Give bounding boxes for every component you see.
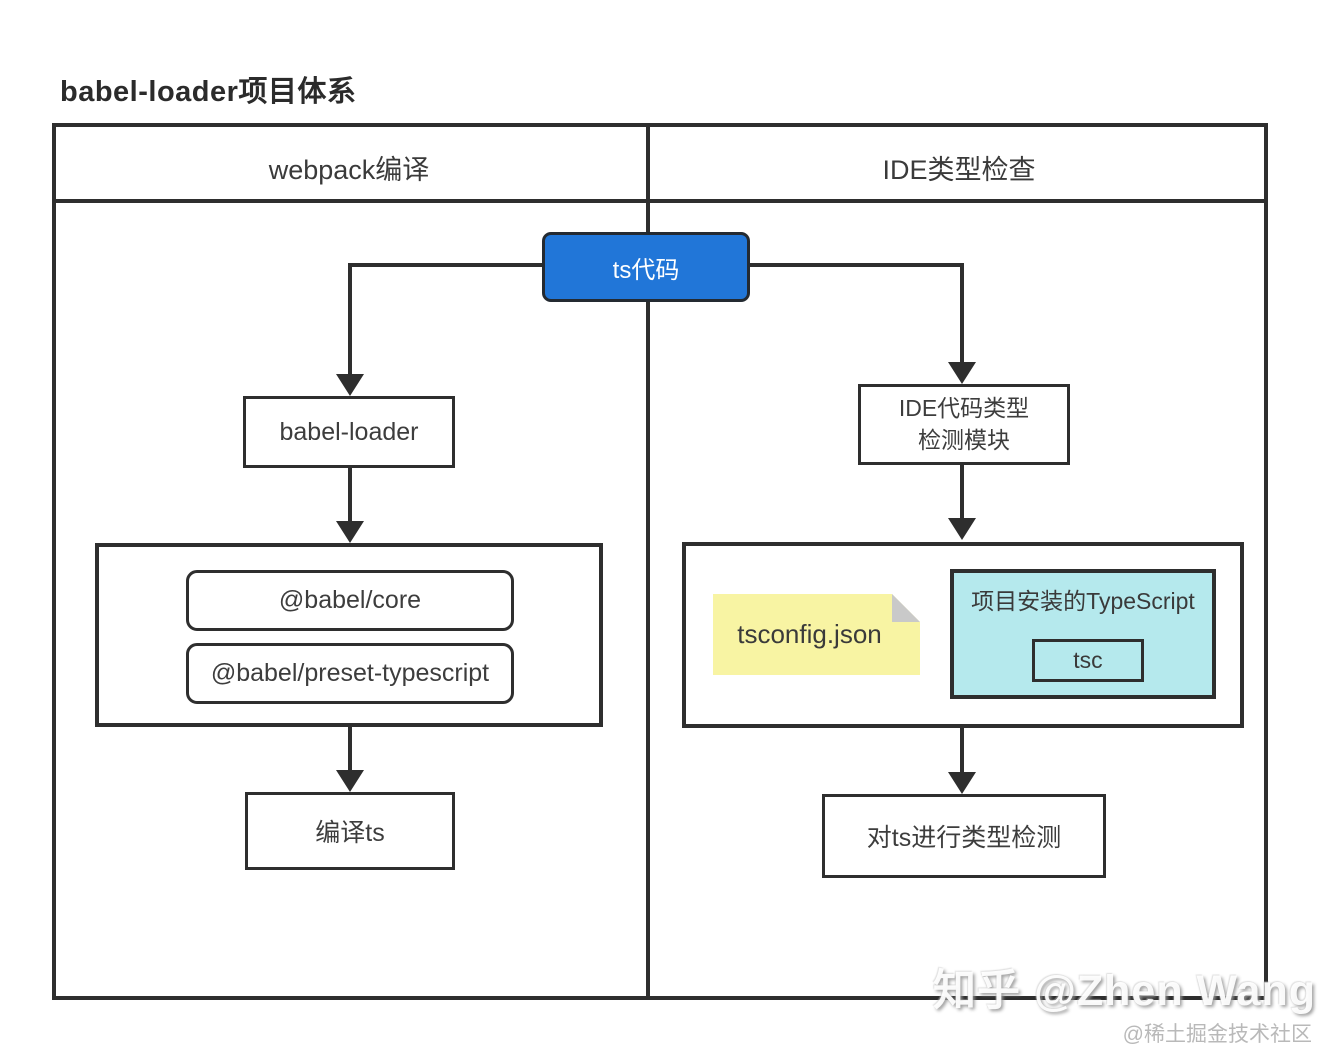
tsconfig-note-body: tsconfig.json bbox=[713, 594, 920, 675]
column-header-webpack: webpack编译 bbox=[268, 155, 430, 185]
tsconfig-note: tsconfig.json bbox=[713, 594, 920, 675]
arrow-down-icon bbox=[948, 362, 976, 384]
node-ide-type-checker-line2: 检测模块 bbox=[918, 426, 1010, 453]
zhihu-watermark: 知乎 @Zhen Wang bbox=[933, 967, 1316, 1015]
arrow-down-icon bbox=[948, 772, 976, 794]
note-folded-corner-icon bbox=[892, 594, 920, 622]
node-tsc-label: tsc bbox=[1073, 647, 1103, 673]
arrow-down-icon bbox=[948, 518, 976, 540]
node-babel-core: @babel/core bbox=[186, 570, 514, 631]
connector-right-down-1 bbox=[960, 263, 964, 363]
node-ts-code-label: ts代码 bbox=[612, 256, 680, 284]
babel-packages-container bbox=[95, 543, 603, 727]
page-title: babel-loader项目体系 bbox=[60, 76, 357, 108]
arrow-down-icon bbox=[336, 374, 364, 396]
connector-left-down-1 bbox=[348, 263, 352, 375]
connector-tscode-to-left bbox=[350, 263, 542, 267]
arrow-down-icon bbox=[336, 770, 364, 792]
connector-right-down-3 bbox=[960, 728, 964, 774]
node-compile-ts: 编译ts bbox=[245, 792, 455, 870]
node-ts-code: ts代码 bbox=[542, 232, 750, 302]
juejin-watermark: @稀土掘金技术社区 bbox=[1122, 1023, 1312, 1046]
node-babel-loader: babel-loader bbox=[243, 396, 455, 468]
arrow-down-icon bbox=[336, 521, 364, 543]
node-babel-preset-typescript: @babel/preset-typescript bbox=[186, 643, 514, 704]
column-header-ide: IDE类型检查 bbox=[882, 155, 1036, 185]
node-babel-preset-typescript-label: @babel/preset-typescript bbox=[210, 659, 490, 687]
node-tsc: tsc bbox=[1032, 639, 1144, 682]
connector-tscode-to-right bbox=[750, 263, 964, 267]
column-divider-line bbox=[646, 123, 650, 1000]
node-project-typescript-label: 项目安装的TypeScript bbox=[971, 588, 1195, 614]
node-type-check-ts-label: 对ts进行类型检测 bbox=[866, 824, 1062, 852]
connector-left-down-2 bbox=[348, 468, 352, 522]
connector-left-down-3 bbox=[348, 727, 352, 771]
node-ide-type-checker-line1: IDE代码类型 bbox=[898, 395, 1030, 422]
tsconfig-note-label: tsconfig.json bbox=[737, 619, 882, 649]
header-separator-line bbox=[52, 199, 1268, 203]
node-compile-ts-label: 编译ts bbox=[315, 819, 385, 847]
node-type-check-ts: 对ts进行类型检测 bbox=[822, 794, 1106, 878]
node-project-typescript: 项目安装的TypeScript tsc bbox=[950, 569, 1216, 699]
connector-right-down-2 bbox=[960, 465, 964, 519]
node-babel-core-label: @babel/core bbox=[278, 586, 422, 614]
diagram-frame bbox=[52, 123, 1268, 1000]
node-ide-type-checker: IDE代码类型 检测模块 bbox=[858, 384, 1070, 465]
node-babel-loader-label: babel-loader bbox=[279, 417, 419, 446]
